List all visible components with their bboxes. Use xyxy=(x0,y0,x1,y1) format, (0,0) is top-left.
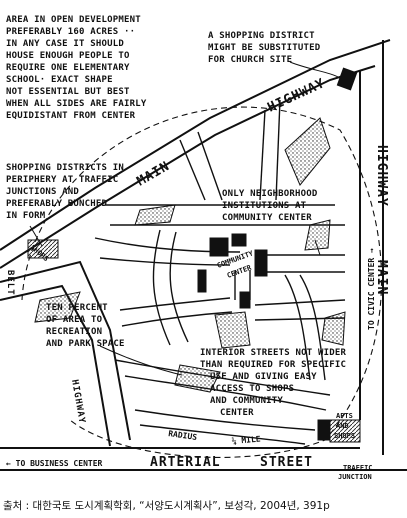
label-radius: RADIUS xyxy=(168,429,198,442)
label-shops-right: SHOPS xyxy=(334,432,355,440)
label-and: AND xyxy=(336,422,349,430)
svg-text:AREA IN OPEN DEVELOPMENT: AREA IN OPEN DEVELOPMENT xyxy=(6,15,141,25)
label-to-civic: TO CIVIC CENTER → xyxy=(367,248,376,330)
note-shopping-district: A SHOPPING DISTRICT MIGHT BE SUBSTITUTED… xyxy=(208,31,321,65)
svg-text:NOT ESSENTIAL BUT BEST: NOT ESSENTIAL BUT BEST xyxy=(6,87,130,97)
svg-text:ONLY NEIGHBORHOOD: ONLY NEIGHBORHOOD xyxy=(222,189,318,199)
svg-text:PERIPHERY AT TRAFFIC: PERIPHERY AT TRAFFIC xyxy=(6,175,118,185)
note-interior-streets: INTERIOR STREETS NOT WIDER THAN REQUIRED… xyxy=(200,348,346,418)
svg-text:JUNCTIONS AND: JUNCTIONS AND xyxy=(6,187,79,197)
svg-text:COMMUNITY CENTER: COMMUNITY CENTER xyxy=(222,213,312,223)
svg-text:SCHOOL· EXACT SHAPE: SCHOOL· EXACT SHAPE xyxy=(6,75,113,85)
label-arterial: ARTERIAL xyxy=(150,455,221,470)
svg-text:THAN REQUIRED FOR SPECIFIC: THAN REQUIRED FOR SPECIFIC xyxy=(200,360,346,370)
label-to-business: ← TO BUSINESS CENTER xyxy=(6,459,103,468)
svg-text:TEN PERCENT: TEN PERCENT xyxy=(46,303,108,313)
radius-circle xyxy=(21,106,383,458)
svg-text:INTERIOR STREETS NOT WIDER: INTERIOR STREETS NOT WIDER xyxy=(200,348,346,358)
svg-text:WHEN ALL SIDES ARE FAIRLY: WHEN ALL SIDES ARE FAIRLY xyxy=(6,99,147,109)
label-mile: ¼ MILE xyxy=(231,434,261,446)
leader-lines xyxy=(29,61,341,376)
label-junction: JUNCTION xyxy=(338,473,372,481)
road-labels: HIGHWAY MAIN HIGHWAY MAIN BELT HIGHWAY A… xyxy=(5,76,389,470)
label-center: CENTER xyxy=(226,263,253,279)
note-recreation: TEN PERCENT OF AREA TO RECREATION AND PA… xyxy=(46,303,125,349)
neighborhood-unit-diagram: AREA IN OPEN DEVELOPMENT PREFERABLY 160 … xyxy=(0,15,407,481)
svg-text:RECREATION: RECREATION xyxy=(46,327,102,337)
svg-text:IN FORM: IN FORM xyxy=(6,211,46,221)
label-traffic: TRAFFIC xyxy=(343,464,373,472)
note-area: AREA IN OPEN DEVELOPMENT PREFERABLY 160 … xyxy=(6,15,147,121)
svg-text:SHOPPING DISTRICTS IN: SHOPPING DISTRICTS IN xyxy=(6,163,124,173)
label-highway-top: HIGHWAY xyxy=(265,76,327,116)
svg-text:HOUSE ENOUGH PEOPLE TO: HOUSE ENOUGH PEOPLE TO xyxy=(6,51,130,61)
note-institutions: ONLY NEIGHBORHOOD INSTITUTIONS AT COMMUN… xyxy=(222,189,318,223)
svg-text:REQUIRE ONE ELEMENTARY: REQUIRE ONE ELEMENTARY xyxy=(6,63,130,73)
svg-text:OF AREA TO: OF AREA TO xyxy=(46,315,103,325)
label-apts: APTS xyxy=(336,412,353,420)
svg-text:PREFERABLY 160 ACRES ··: PREFERABLY 160 ACRES ·· xyxy=(6,27,135,37)
svg-text:INSTITUTIONS AT: INSTITUTIONS AT xyxy=(222,201,307,211)
highway-boundaries xyxy=(0,39,407,471)
community-buildings xyxy=(27,67,361,443)
label-highway-right: HIGHWAY xyxy=(374,145,389,207)
svg-text:MIGHT BE SUBSTITUTED: MIGHT BE SUBSTITUTED xyxy=(208,43,321,53)
svg-text:A SHOPPING DISTRICT: A SHOPPING DISTRICT xyxy=(208,31,315,41)
label-belt: BELT xyxy=(5,270,15,296)
label-street: STREET xyxy=(260,455,313,470)
label-main-left: MAIN xyxy=(135,159,173,190)
svg-text:IN ANY CASE IT SHOULD: IN ANY CASE IT SHOULD xyxy=(6,39,124,49)
label-main-right: MAIN xyxy=(374,260,389,295)
svg-text:EQUIDISTANT FROM CENTER: EQUIDISTANT FROM CENTER xyxy=(6,111,136,121)
svg-text:PREFERABLY BUNCHED: PREFERABLY BUNCHED xyxy=(6,199,108,209)
source-caption: 출처 : 대한국토 도시계획학회, “서양도시계획사”, 보성각, 2004년,… xyxy=(3,500,330,512)
svg-text:AND PARK SPACE: AND PARK SPACE xyxy=(46,339,125,349)
park-spaces xyxy=(34,117,346,393)
label-highway-left: HIGHWAY xyxy=(69,379,87,425)
svg-text:AND COMMUNITY: AND COMMUNITY xyxy=(210,396,283,406)
svg-text:ACCESS TO SHOPS: ACCESS TO SHOPS xyxy=(210,384,294,394)
svg-text:CENTER: CENTER xyxy=(220,408,254,418)
svg-text:USE AND GIVING EASY: USE AND GIVING EASY xyxy=(210,372,317,382)
note-periphery: SHOPPING DISTRICTS IN PERIPHERY AT TRAFF… xyxy=(6,163,124,221)
svg-text:FOR CHURCH SITE: FOR CHURCH SITE xyxy=(208,55,292,65)
